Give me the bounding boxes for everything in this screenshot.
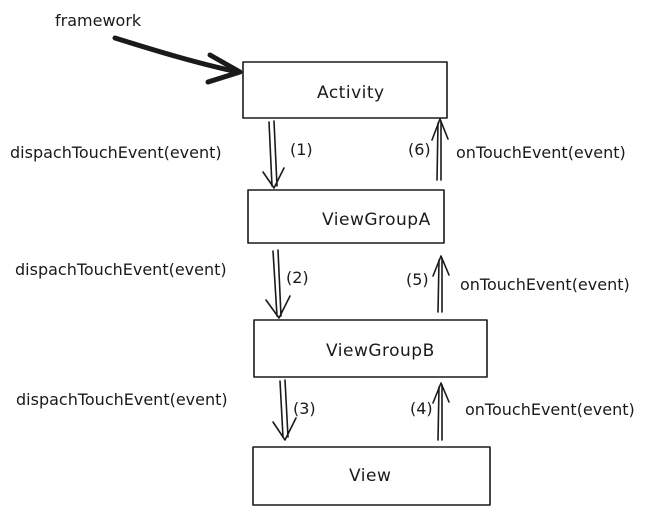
- down-arrow-2: [265, 249, 291, 319]
- ontouch-step-5: (5): [406, 270, 429, 289]
- activity-label: Activity: [317, 83, 385, 103]
- viewgroup-b-label: ViewGroupB: [326, 341, 435, 361]
- dispatch-label-2: dispachTouchEvent(event): [15, 260, 227, 279]
- view-node: [252, 446, 491, 506]
- dispatch-step-1: (1): [290, 140, 313, 159]
- viewgroup-a-label: ViewGroupA: [322, 210, 431, 230]
- viewgroup-a-node: [247, 189, 445, 244]
- up-arrow-5: [432, 255, 450, 313]
- ontouch-step-4: (4): [410, 399, 433, 418]
- activity-node: [242, 61, 448, 119]
- ontouch-step-6: (6): [408, 140, 431, 159]
- up-arrow-6: [431, 118, 449, 181]
- ontouch-label-5: onTouchEvent(event): [460, 275, 630, 294]
- down-arrow-3: [272, 379, 297, 441]
- ontouch-label-6: onTouchEvent(event): [456, 143, 626, 162]
- viewgroup-b-node: [253, 319, 488, 378]
- dispatch-label-3: dispachTouchEvent(event): [16, 390, 228, 409]
- ontouch-label-4: onTouchEvent(event): [465, 400, 635, 419]
- framework-arrow: [112, 35, 243, 85]
- framework-label: framework: [55, 11, 142, 30]
- dispatch-step-2: (2): [286, 268, 309, 287]
- view-label: View: [349, 466, 391, 486]
- up-arrow-4: [432, 382, 450, 441]
- dispatch-step-3: (3): [293, 399, 316, 418]
- down-arrow-1: [262, 120, 285, 189]
- dispatch-label-1: dispachTouchEvent(event): [10, 143, 222, 162]
